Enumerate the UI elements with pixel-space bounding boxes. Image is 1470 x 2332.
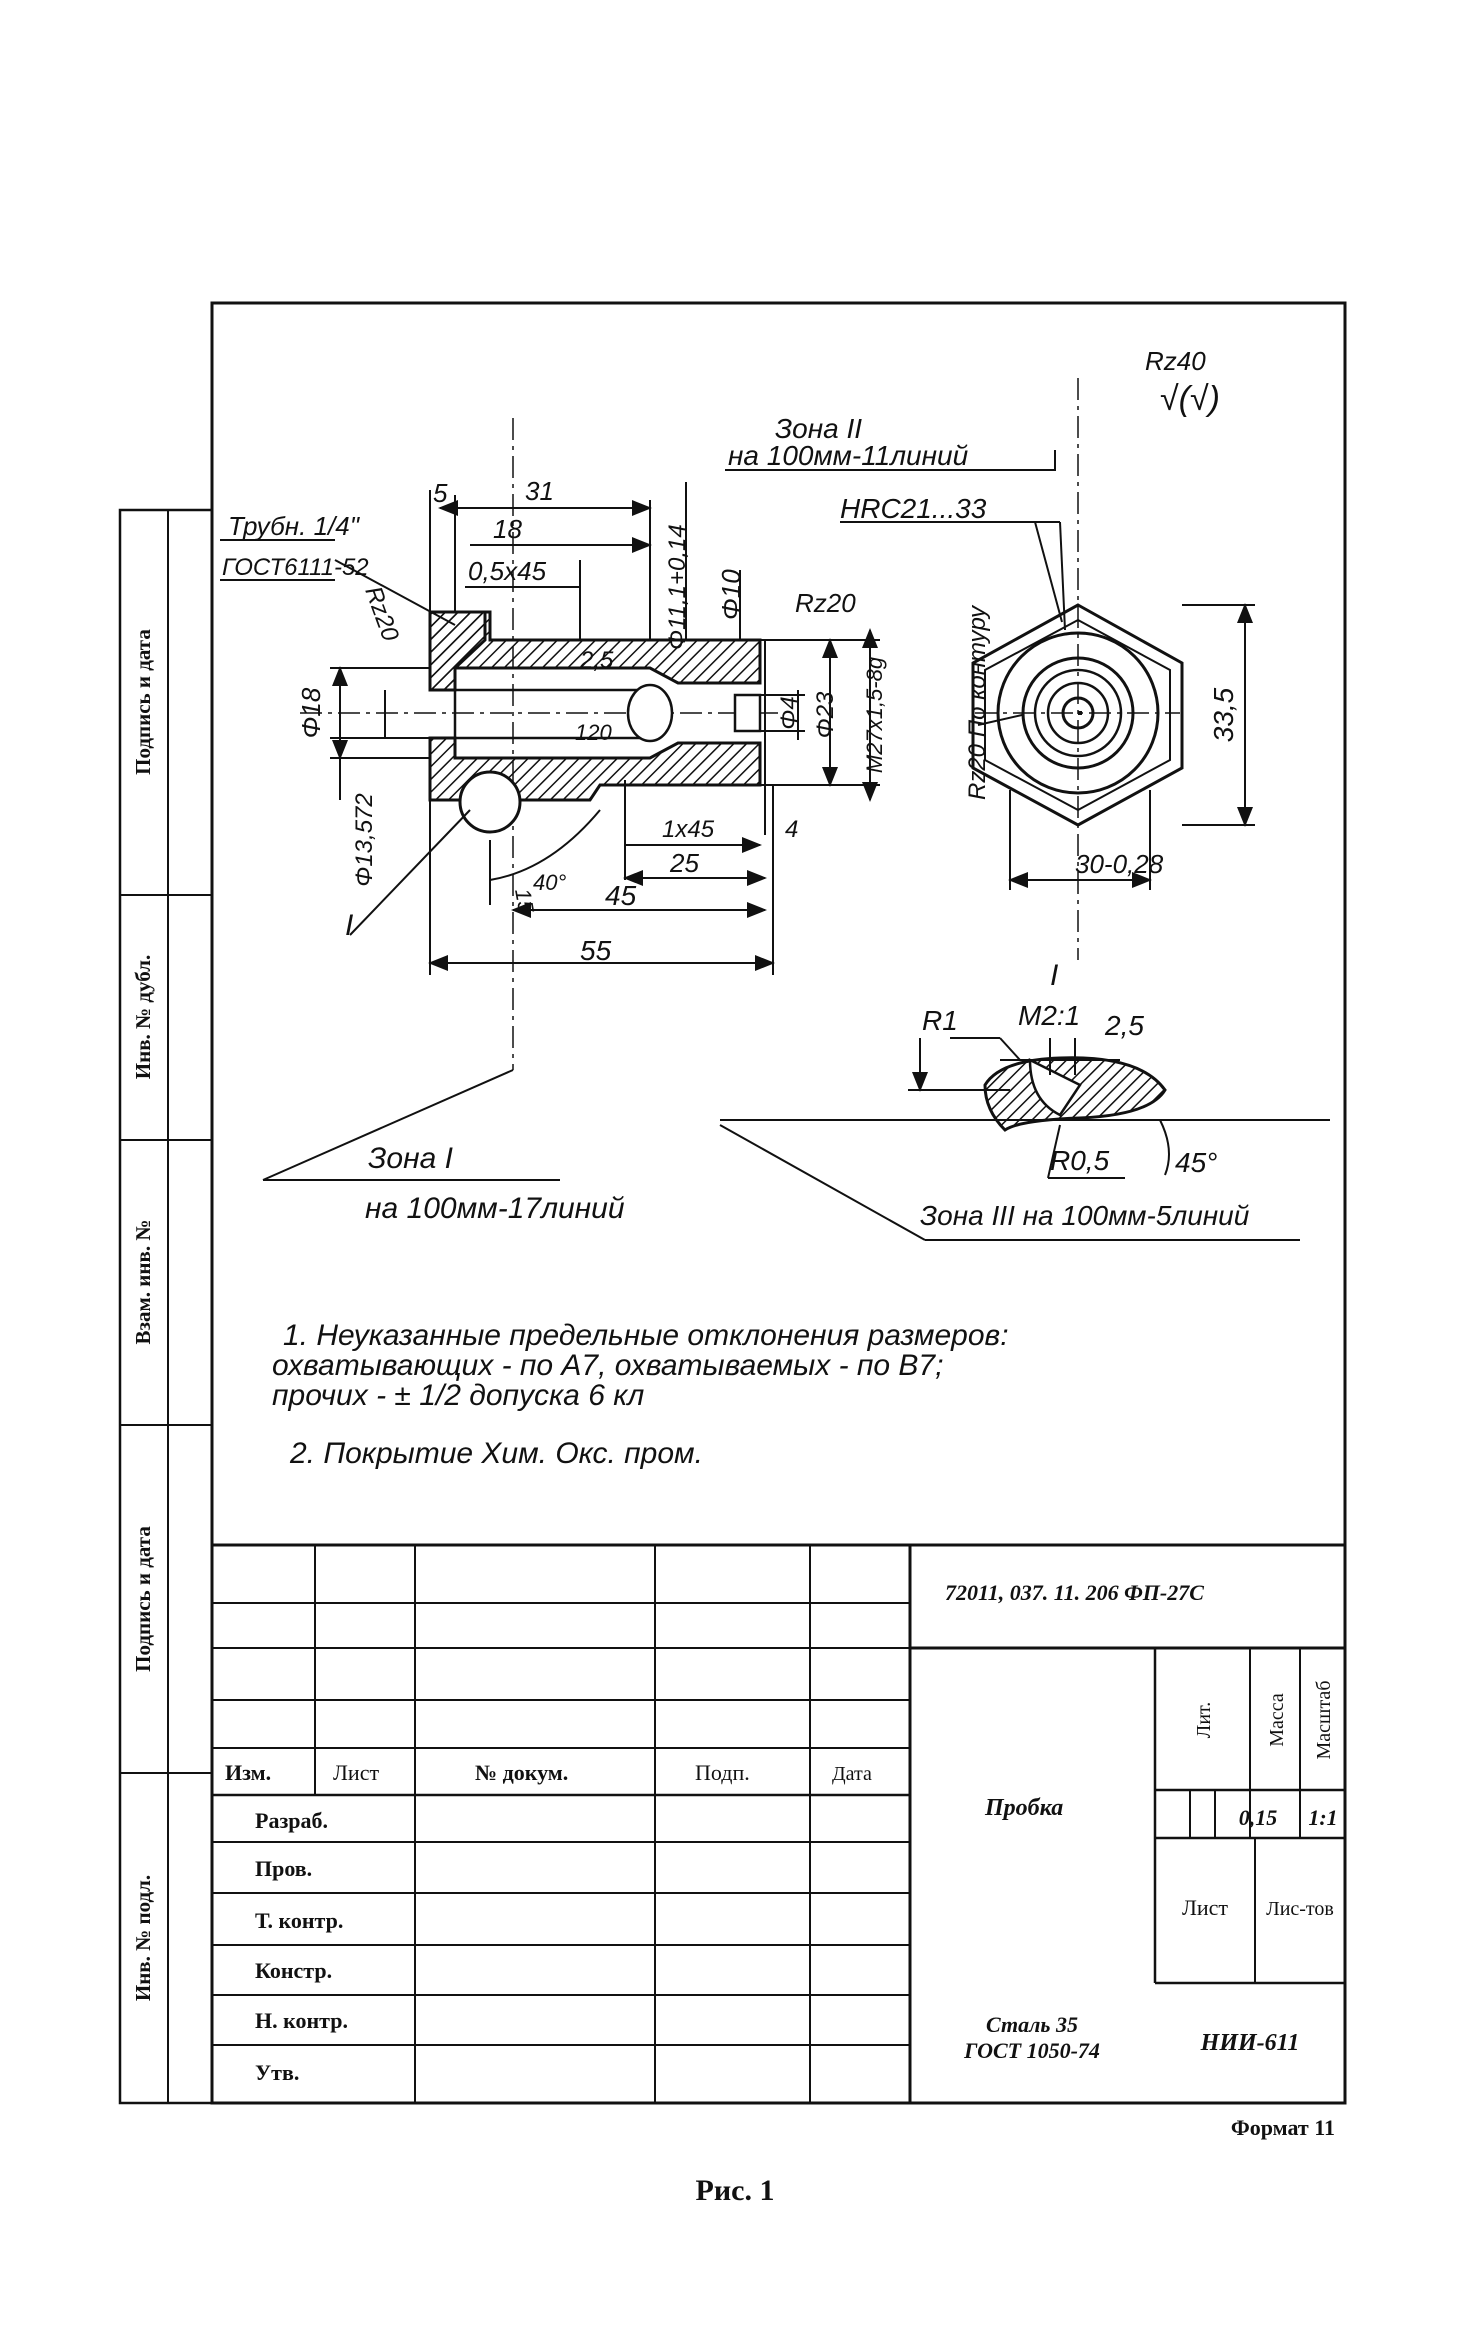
main-section-view: [300, 418, 780, 1070]
col-podp: Подп.: [695, 1760, 750, 1785]
dim-5: 5: [433, 478, 448, 508]
note-1c: прочих - ± 1/2 допуска 6 кл: [272, 1379, 644, 1412]
material-b: ГОСТ 1050-74: [963, 2038, 1100, 2063]
side-label-1: Подпись и дата: [131, 629, 155, 775]
drawing-frame: [118, 301, 1347, 2105]
detail-scale: M2:1: [1018, 1000, 1080, 1031]
dim-31: 31: [525, 476, 554, 506]
hex-outline: [971, 603, 1184, 827]
material-a: Сталь 35: [986, 2012, 1078, 2037]
dim-120: 120: [575, 720, 612, 745]
main-dimensions: [220, 482, 880, 1181]
hrc-label: HRC21...33: [840, 493, 987, 524]
dim-m27: M27x1,5-8g: [862, 656, 887, 773]
designation: 72011, 037. 11. 206 ФП-27С: [945, 1580, 1204, 1605]
dim-dia18: Φ18: [296, 687, 326, 738]
title-block-text: 72011, 037. 11. 206 ФП-27С Пробка Сталь …: [225, 1580, 1338, 2085]
row-razrab: Разраб.: [255, 1808, 328, 1833]
rz20-right: Rz20: [795, 588, 856, 618]
roughness-symbol: √(√): [1160, 380, 1220, 418]
listov-label: Лис-тов: [1266, 1898, 1334, 1920]
row-utv: Утв.: [255, 2060, 299, 2085]
marker-I: I: [345, 909, 353, 942]
dim-1x45: 1x45: [662, 816, 715, 843]
dim-dia13: Φ13,572: [351, 793, 378, 887]
note-1b: охватывающих - по A7, охватываемых - по …: [272, 1349, 943, 1382]
note-2: 2. Покрытие Хим. Окс. пром.: [289, 1437, 703, 1470]
end-view-labels: Зона II на 100мм-11линий Rz40 √(√) HRC21…: [728, 346, 1239, 879]
detail-2-5: 2,5: [1104, 1010, 1144, 1041]
zone2-desc: на 100мм-11линий: [728, 440, 969, 471]
main-dim-labels: 5 31 18 0,5x45 Φ11,1+0,14 Φ10 Rz20 Rz20 …: [222, 476, 887, 1225]
scale-value: 1:1: [1308, 1805, 1337, 1830]
zone1-title: Зона I: [368, 1142, 453, 1175]
rz20-left: Rz20: [359, 583, 404, 645]
dim-2-5: 2,5: [579, 647, 614, 674]
dim-10: Φ10: [716, 569, 746, 620]
dim-11-1: Φ11,1+0,14: [664, 524, 691, 650]
dim-33-5: 33,5: [1208, 687, 1239, 742]
detail-title: I: [1050, 959, 1058, 992]
detail-45: 45°: [1175, 1147, 1217, 1178]
title-block-grid: [212, 1543, 1345, 2103]
side-stamp: Подпись и дата Инв. № дубл. Взам. инв. №…: [131, 629, 155, 2002]
row-nkontr: Н. контр.: [255, 2008, 348, 2033]
notes: 1. Неуказанные предельные отклонения раз…: [272, 1319, 1009, 1470]
list-label: Лист: [1182, 1895, 1228, 1920]
figure-caption: Рис. 1: [696, 2174, 775, 2207]
lit-label: Лит.: [1193, 1702, 1215, 1739]
side-label-3: Взам. инв. №: [131, 1220, 155, 1345]
format-label: Формат 11: [1231, 2115, 1335, 2140]
groove-circle: [458, 770, 522, 834]
rz-contour: Rz20 По контуру: [964, 604, 991, 800]
side-label-5: Инв. № подл.: [131, 1875, 155, 2001]
dim-25b: 25: [669, 848, 699, 878]
massa-label: Масса: [1266, 1693, 1288, 1747]
detail-labels: I M2:1 R1 2,5 R0,5 45° Зона III на 100мм…: [920, 959, 1250, 1231]
end-view: [725, 378, 1255, 960]
part-name: Пробка: [984, 1795, 1063, 1821]
mass-value: 0,15: [1239, 1805, 1278, 1830]
detail-r1: R1: [922, 1005, 958, 1036]
dim-30: 30-0,28: [1075, 849, 1164, 879]
dim-15: 15: [510, 887, 539, 916]
dim-0545: 0,5x45: [468, 556, 547, 586]
tube-label: Трубн. 1/4": [228, 511, 361, 541]
dim-55: 55: [580, 935, 612, 966]
zone3-label: Зона III на 100мм-5линий: [920, 1200, 1250, 1231]
tube-gost: ГОСТ6111-52: [222, 554, 369, 581]
upper-flange: [428, 610, 487, 692]
dim-4: Φ4: [776, 696, 803, 729]
row-prov: Пров.: [255, 1856, 312, 1881]
side-label-2: Инв. № дубл.: [131, 955, 155, 1079]
roughness-label: Rz40: [1145, 346, 1206, 376]
dim-23: Φ23: [812, 691, 839, 738]
masshtab-label: Масштаб: [1313, 1681, 1335, 1760]
zone1-desc: на 100мм-17линий: [365, 1192, 625, 1225]
row-konstr: Констр.: [255, 1958, 332, 1983]
zone2-title: Зона II: [775, 413, 862, 444]
dim-40: 40°: [533, 870, 566, 895]
org-code: НИИ-611: [1200, 2030, 1300, 2056]
row-tkontr: Т. контр.: [255, 1908, 343, 1933]
side-label-4: Подпись и дата: [131, 1526, 155, 1672]
dim-4b: 4: [785, 816, 798, 843]
col-data: Дата: [832, 1763, 872, 1785]
note-1a: 1. Неуказанные предельные отклонения раз…: [283, 1319, 1009, 1352]
dim-45: 45: [605, 880, 637, 911]
detail-r05: R0,5: [1050, 1145, 1110, 1176]
dim-18: 18: [493, 514, 522, 544]
col-izm: Изм.: [225, 1760, 271, 1785]
col-doc: № докум.: [475, 1760, 568, 1785]
col-list: Лист: [333, 1760, 379, 1785]
detail-view: [719, 1037, 1330, 1241]
